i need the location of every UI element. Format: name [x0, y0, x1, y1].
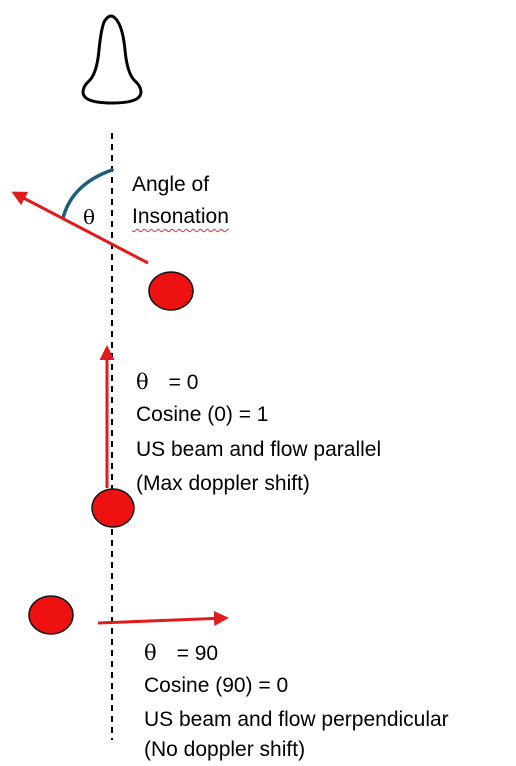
top-theta-symbol: θ: [83, 205, 96, 229]
perpendicular-theta-value: = 90: [176, 642, 219, 665]
angle-caption-line2-text: Insonation: [132, 205, 229, 228]
perpendicular-theta-symbol: θ: [144, 641, 157, 665]
angle-caption-line2: Insonation: [132, 204, 229, 230]
parallel-theta-symbol: θ: [136, 370, 149, 394]
angle-caption-line1: Angle of: [132, 173, 210, 196]
perpendicular-cosine-text: Cosine (90) = 0: [144, 674, 289, 697]
parallel-theta-line: θ = 0: [136, 369, 198, 396]
parallel-theta-value: = 0: [168, 371, 199, 394]
oblique-flow-arrow: [11, 191, 149, 265]
perpendicular-description: US beam and flow perpendicular: [144, 708, 449, 731]
red-cell-middle: [91, 488, 135, 528]
perpendicular-flow-arrow: [97, 610, 229, 626]
red-cell-bottom: [28, 595, 74, 635]
parallel-cosine-text: Cosine (0) = 1: [136, 403, 269, 426]
perpendicular-note: (No doppler shift): [144, 738, 306, 761]
ultrasound-probe-icon: [81, 14, 143, 105]
angle-arc: [61, 168, 114, 220]
parallel-note: (Max doppler shift): [136, 472, 310, 495]
red-cell-top: [148, 271, 194, 311]
parallel-description: US beam and flow parallel: [136, 438, 382, 461]
perpendicular-theta-line: θ = 90: [144, 640, 218, 667]
